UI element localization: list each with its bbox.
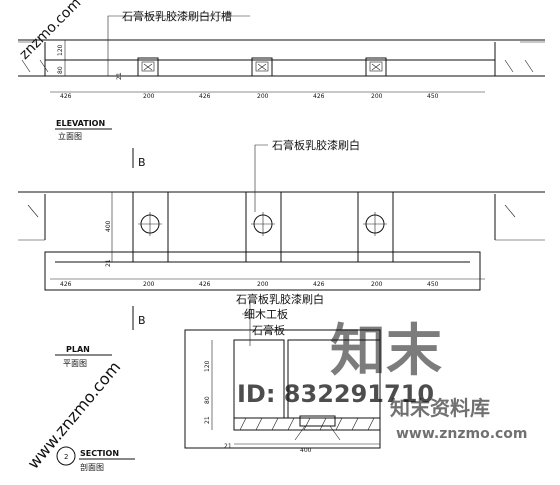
elevation-dim: 200 bbox=[257, 93, 269, 100]
section-dim-left: 21 bbox=[204, 416, 211, 424]
section-dim-left: 120 bbox=[204, 360, 211, 372]
plan-dim: 200 bbox=[143, 281, 155, 288]
elevation-dim: 426 bbox=[199, 93, 211, 100]
elevation-light-fixture bbox=[137, 57, 159, 77]
plan-dim: 450 bbox=[427, 281, 439, 288]
section-board-hatch bbox=[239, 417, 375, 431]
section-marker-top: B bbox=[138, 156, 146, 169]
section-ceiling-block bbox=[287, 339, 381, 419]
elevation-title-cn: 立面图 bbox=[58, 131, 82, 141]
elevation-title-en: ELEVATION bbox=[56, 119, 105, 128]
section-view: 石膏板乳胶漆刷白 细木工板 石膏板 120 80 21 21 400 2 SEC… bbox=[56, 292, 381, 472]
plan-dim-left: 400 bbox=[105, 220, 112, 232]
section-number-bubble bbox=[56, 446, 76, 466]
plan-light-fixture bbox=[357, 191, 394, 263]
section-title-cn: 剖面图 bbox=[80, 462, 104, 472]
section-dim-bottom: 400 bbox=[300, 447, 312, 454]
section-note: 石膏板 bbox=[252, 323, 285, 337]
elevation-light-fixture bbox=[365, 57, 387, 77]
plan-leader bbox=[254, 144, 268, 212]
elevation-dim: 426 bbox=[313, 93, 325, 100]
elevation-dim-small: 21 bbox=[116, 72, 123, 80]
section-title-en: SECTION bbox=[80, 449, 119, 458]
section-dim-bottom-small: 21 bbox=[224, 443, 232, 450]
elevation-dim-left: 80 bbox=[57, 66, 64, 74]
plan-dim-small: 21 bbox=[105, 259, 112, 267]
elevation-leader bbox=[107, 15, 250, 76]
plan-dim: 426 bbox=[313, 281, 325, 288]
section-marker-bottom: B bbox=[138, 314, 146, 327]
plan-view: B B 石膏板乳胶漆刷白 400 bbox=[18, 138, 545, 368]
elevation-dim: 200 bbox=[371, 93, 383, 100]
elevation-light-fixture bbox=[251, 57, 273, 77]
plan-title-cn: 平面图 bbox=[63, 359, 87, 368]
plan-trough-outline bbox=[44, 251, 481, 291]
left-wall-hatch bbox=[18, 41, 49, 73]
watermark-site-cn: 知末资料库 bbox=[390, 396, 490, 420]
elevation-note: 石膏板乳胶漆刷白灯槽 bbox=[122, 9, 232, 23]
section-leaders bbox=[242, 300, 251, 346]
plan-dim: 426 bbox=[199, 281, 211, 288]
section-light-spread bbox=[294, 425, 341, 441]
plan-dim: 200 bbox=[257, 281, 269, 288]
plan-note: 石膏板乳胶漆刷白 bbox=[272, 138, 360, 152]
plan-dim: 426 bbox=[60, 281, 72, 288]
plan-dim: 200 bbox=[371, 281, 383, 288]
elevation-dim: 200 bbox=[143, 93, 155, 100]
elevation-dim: 426 bbox=[60, 93, 72, 100]
section-fixture bbox=[299, 415, 336, 427]
elevation-view: 石膏板乳胶漆刷白灯槽 120 80 21 426 200 426 200 426… bbox=[18, 9, 545, 141]
elevation-dim-left: 120 bbox=[57, 44, 64, 56]
right-wall-hatch bbox=[504, 41, 545, 73]
plan-light-fixture bbox=[245, 191, 282, 263]
section-number: 2 bbox=[64, 453, 68, 461]
plan-light-fixture bbox=[132, 191, 169, 263]
watermark-id: ID: 832291710 bbox=[237, 380, 434, 408]
watermark-site-url: www.znzmo.com bbox=[396, 426, 528, 442]
watermark-logo: 知末 bbox=[330, 319, 442, 384]
elevation-dim: 450 bbox=[427, 93, 439, 100]
section-note: 细木工板 bbox=[244, 307, 288, 321]
section-dim-left: 80 bbox=[204, 396, 211, 404]
watermark-corner-url: znzmo.com bbox=[17, 0, 85, 63]
section-note: 石膏板乳胶漆刷白 bbox=[236, 292, 324, 306]
plan-wall-hatch bbox=[18, 204, 545, 241]
plan-title-en: PLAN bbox=[66, 345, 90, 354]
